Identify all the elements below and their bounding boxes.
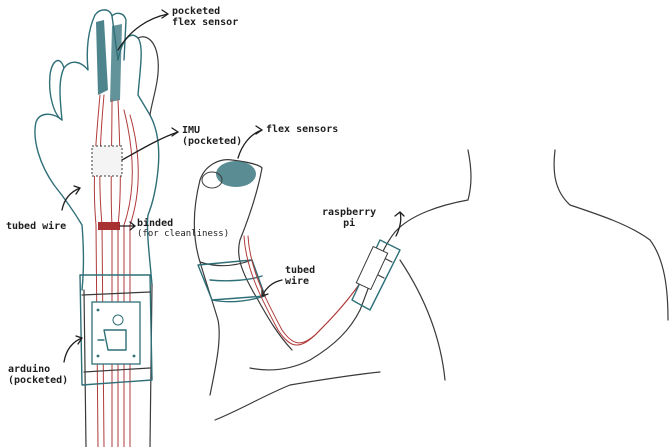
label-raspberry-pi: raspberry pi (322, 208, 376, 229)
label-imu: IMU (pocketed) (182, 126, 242, 147)
label-line: pi (322, 219, 376, 230)
label-line: tubed (285, 266, 315, 277)
label-line: raspberry (322, 208, 376, 219)
raised-arm (194, 160, 292, 395)
label-line: flex sensor (172, 18, 238, 29)
label-line: (pocketed) (182, 137, 242, 148)
label-line: IMU (182, 126, 242, 137)
label-line: pocketed (172, 7, 238, 18)
arduino-board (92, 302, 140, 364)
label-flex-sensors: flex sensors (266, 125, 338, 136)
label-line: arduino (8, 365, 68, 376)
label-line: binded (137, 219, 229, 230)
finger-flex-sensors (96, 20, 122, 102)
label-tubed-wire-left: tubed wire (6, 222, 66, 233)
label-line: wire (285, 277, 315, 288)
upper-arm-band (352, 240, 400, 310)
label-tubed-wire-right: tubed wire (285, 266, 315, 287)
label-binded: binded (for cleanliness) (137, 219, 229, 239)
imu-patch (92, 146, 122, 176)
label-note: (for cleanliness) (137, 230, 229, 239)
label-pocketed-flex-sensor: pocketed flex sensor (172, 7, 238, 28)
torso-outline (215, 150, 668, 420)
label-arduino: arduino (pocketed) (8, 365, 68, 386)
binding-band (98, 222, 120, 230)
label-line: (pocketed) (8, 376, 68, 387)
